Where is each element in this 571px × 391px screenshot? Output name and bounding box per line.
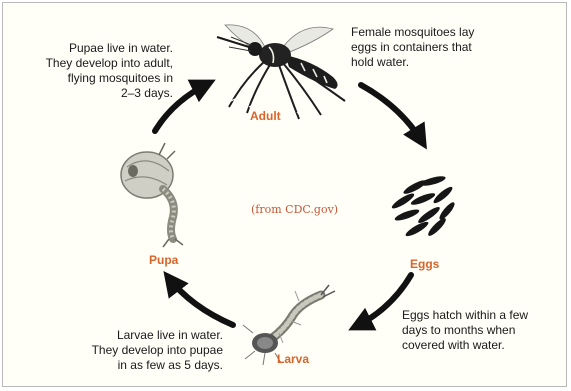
stage-label-eggs: Eggs: [410, 257, 439, 271]
description-line: eggs in containers that: [351, 40, 474, 55]
eggs-icon: [390, 174, 457, 238]
description-line: days to months when: [402, 323, 528, 338]
pupa-icon: [121, 143, 183, 247]
stage-label-pupa: Pupa: [149, 253, 178, 267]
description-line: hold water.: [351, 55, 474, 70]
description-line: Eggs hatch within a few: [402, 308, 528, 323]
description-line: They develop into adult,: [33, 56, 173, 71]
description-larva: Larvae live in water. They develop into …: [55, 328, 223, 373]
description-line: Pupae live in water.: [33, 41, 173, 56]
mosquito-icon: [217, 25, 345, 119]
description-line: flying mosquitoes in: [33, 71, 173, 86]
stage-label-adult: Adult: [250, 109, 281, 123]
description-line: Female mosquitoes lay: [351, 25, 474, 40]
description-line: covered with water.: [402, 338, 528, 353]
description-adult: Female mosquitoes lay eggs in containers…: [351, 25, 474, 70]
description-line: 2–3 days.: [33, 86, 173, 101]
source-note: (from CDC.gov): [251, 203, 338, 216]
description-line: Larvae live in water.: [55, 328, 223, 343]
description-line: They develop into pupae: [55, 343, 223, 358]
arrow-adult-to-eggs-icon: [361, 85, 423, 143]
description-line: in as few as 5 days.: [55, 358, 223, 373]
description-eggs: Eggs hatch within a few days to months w…: [402, 308, 528, 353]
arrow-larva-to-pupa-icon: [168, 277, 233, 325]
description-pupa: Pupae live in water. They develop into a…: [33, 41, 173, 101]
diagram-frame: Adult Eggs Larva Pupa Female mosquitoes …: [2, 2, 567, 387]
stage-label-larva: Larva: [277, 352, 309, 366]
